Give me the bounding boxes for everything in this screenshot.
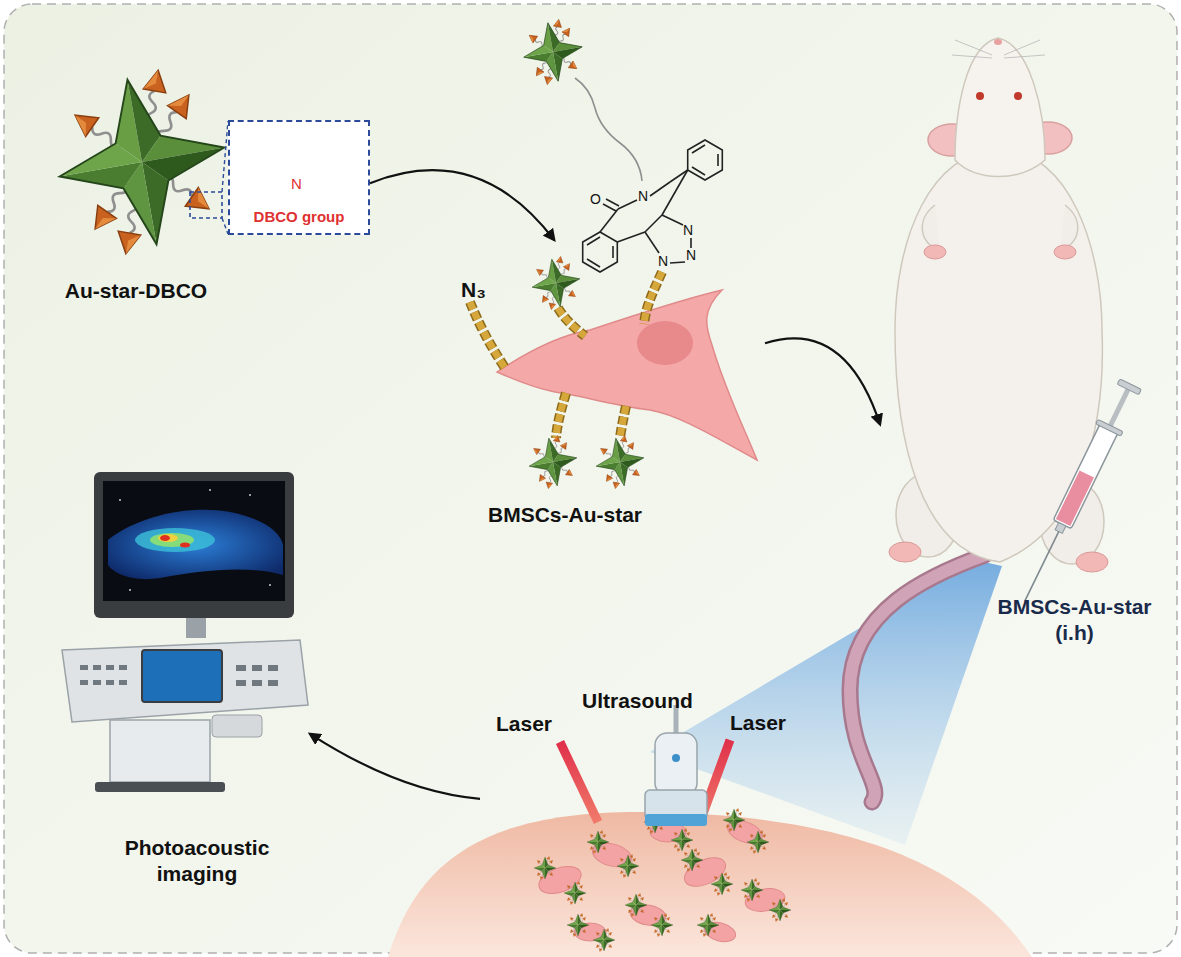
atom-label: N: [683, 223, 693, 237]
imaging-scene: UltrasoundLaser Laser: [480, 680, 800, 950]
imaging-system: Photoacoustic imaging: [50, 465, 310, 885]
flow-arrow: [370, 170, 554, 240]
system-title: Photoacoustic imaging: [97, 835, 297, 888]
atom-label: N: [291, 176, 302, 191]
atom-label: O: [590, 192, 601, 206]
atom-label: N: [638, 189, 648, 203]
laser-label: Laser: [496, 711, 566, 737]
atom-label: N: [686, 248, 696, 262]
atom-label: N: [658, 254, 668, 268]
laser-label: Laser: [730, 710, 800, 736]
flow-arrow: [765, 338, 880, 424]
group-title: BMSCs-Au-star (i.h): [992, 594, 1157, 647]
group-label: N₃: [461, 279, 486, 300]
probe-label: Ultrasound: [582, 688, 712, 714]
labelled-cell-group: BMSCs-Au-star: [455, 240, 765, 535]
rat-injection-group: BMSCs-Au-star (i.h): [880, 40, 1180, 660]
zoom-title: DBCO group: [230, 208, 368, 227]
nanoparticle-group: Au-star-DBCO: [45, 40, 227, 305]
group-title: BMSCs-Au-star: [455, 502, 675, 528]
group-title: Au-star-DBCO: [45, 278, 227, 304]
flow-arrow: [310, 734, 480, 799]
